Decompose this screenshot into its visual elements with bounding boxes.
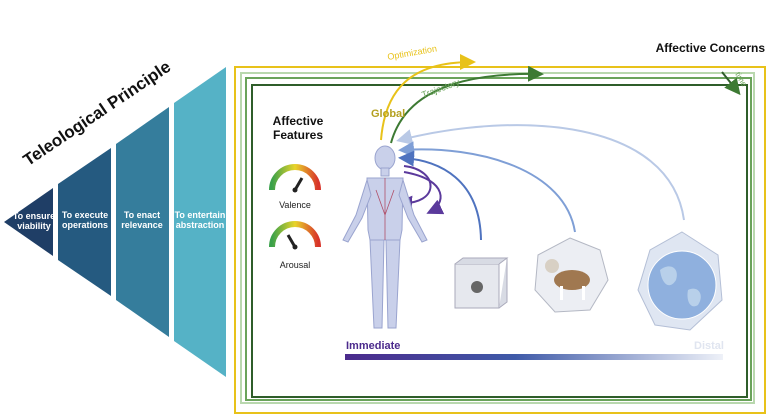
distal-arrow [396, 124, 685, 221]
affective-concerns-frames [234, 66, 766, 414]
band-label: operations [62, 220, 108, 230]
dodecahedron-with-dog-icon [534, 237, 609, 313]
affective-features-title: Features [273, 128, 323, 142]
funnel-band-abstraction [174, 67, 226, 377]
band-label: relevance [121, 220, 163, 230]
arousal-gauge-icon [269, 221, 321, 250]
band-label: To entertain [175, 210, 226, 220]
internal-arrow-2 [403, 171, 445, 215]
human-body-icon [342, 145, 428, 329]
immediate-distal-gradient-bar [345, 354, 723, 360]
trajectory-label: Trajectory [420, 77, 461, 100]
optimization-arrow [380, 54, 476, 141]
frame-mid-green [245, 77, 752, 401]
valence-label: Valence [279, 200, 311, 210]
band-label: viability [17, 221, 51, 231]
frame-light-green [240, 72, 755, 404]
band-label: abstraction [176, 220, 225, 230]
funnel-band-relevance [116, 107, 169, 337]
affective-concerns-title: Affective Concerns [656, 41, 766, 55]
globe-icon [637, 231, 723, 331]
time-arrow [721, 71, 741, 96]
optimization-label: Optimization [387, 43, 438, 62]
immediate-label: Immediate [346, 340, 400, 352]
funnel-band-operations [58, 148, 111, 296]
funnel-band-viability [4, 188, 53, 256]
band-label: To enact [124, 210, 160, 220]
band-label: To ensure [13, 211, 55, 221]
band-label: To execute [62, 210, 108, 220]
global-label: Global [371, 108, 405, 120]
teleological-funnel: Teleological Principle To ensure viabili… [4, 57, 226, 377]
distal-label: Distal [694, 340, 724, 352]
trajectory-arrow [390, 65, 544, 144]
intermediate-arrow [398, 141, 576, 233]
frame-dark-green [251, 84, 748, 398]
proximal-arrow [398, 150, 482, 241]
internal-arrow-1 [396, 165, 432, 212]
valence-gauge-icon [269, 164, 321, 193]
arousal-label: Arousal [280, 260, 311, 270]
affective-features-title: Affective [273, 114, 324, 128]
frame-optimization [234, 66, 766, 414]
cube-with-apple-icon [454, 257, 509, 309]
